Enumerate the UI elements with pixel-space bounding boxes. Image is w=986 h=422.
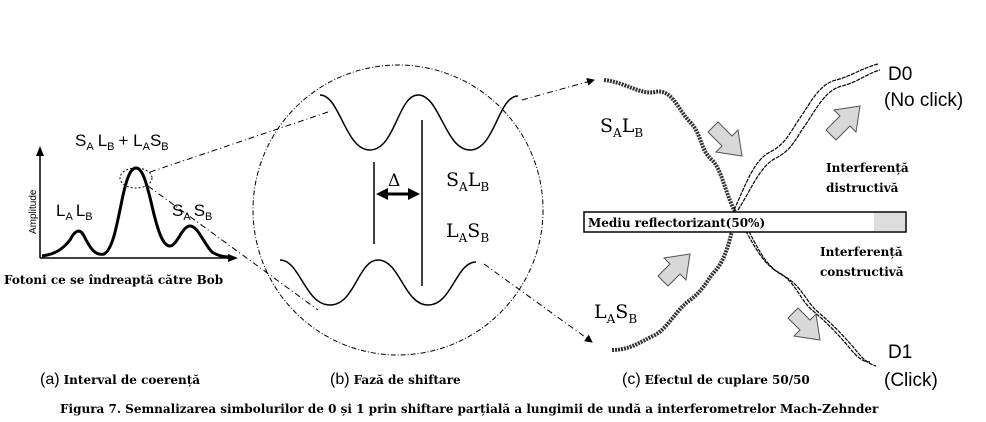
caption-b: (b)Fază de shiftare [330,371,461,388]
upper-wave [319,94,519,151]
destructive-interference-label-1: Interferență [826,161,909,175]
zoom-line-lower [147,185,319,311]
constructive-interference-label-1: Interferență [820,245,903,259]
detector-d0-state: (No click) [884,90,963,111]
d0-block-arrow [825,105,861,141]
upper-input-label: SALB [600,115,643,140]
panel-c: Mediu reflectorizant(50%) SALB LASB Inte… [583,63,963,391]
upper-output-beam-outer [737,69,881,211]
lower-wave [279,259,477,306]
x-axis-label: Fotoni ce se îndreaptă către Bob [4,273,223,287]
upper-input-block-arrow [707,121,743,157]
lower-input-label: LASB [594,301,637,326]
arrow-to-upper-input [521,78,595,101]
lower-input-beam [611,213,738,352]
y-axis-label: Amplitude [28,189,39,234]
figure-caption: Figura 7. Semnalizarea simbolurilor de 0… [60,402,879,416]
upper-output-beam-inner [733,63,879,211]
delta-arrowhead-right [408,188,420,200]
upper-input-beam [603,78,738,215]
reflective-medium-label: Mediu reflectorizant(50%) [588,216,765,230]
reflective-medium-end [874,213,905,231]
zoom-circle [252,64,544,356]
destructive-interference-label-2: distructivă [826,181,899,195]
d1-block-arrow [787,307,821,341]
y-axis-arrowhead [36,146,44,156]
x-axis-arrowhead [228,254,238,262]
peak-highlight-ellipse [119,167,153,189]
delta-label: Δ [388,171,400,191]
delta-arrowhead-left [376,188,388,200]
panel-b: Δ SALB LASB (b)Fază de shiftare [252,64,544,388]
lower-output-beam-outer [737,217,871,363]
reflective-medium-bar [583,211,907,233]
detector-d1-state: (Click) [884,370,938,391]
detector-d0: D0 [888,64,912,85]
lower-input-block-arrow [657,253,691,287]
caption-a: (a)Interval de coerență [40,371,200,388]
lower-output-beam-inner [741,217,877,367]
zoom-line-upper [149,111,329,173]
lower-wave-label: LASB [446,220,489,245]
constructive-interference-label-2: constructivă [820,265,904,279]
arrow-to-lower-input [483,263,593,343]
upper-wave-label: SALB [446,169,489,194]
caption-c: (c)Efectul de cuplare 50/50 [622,371,810,388]
detector-d1: D1 [888,342,912,363]
